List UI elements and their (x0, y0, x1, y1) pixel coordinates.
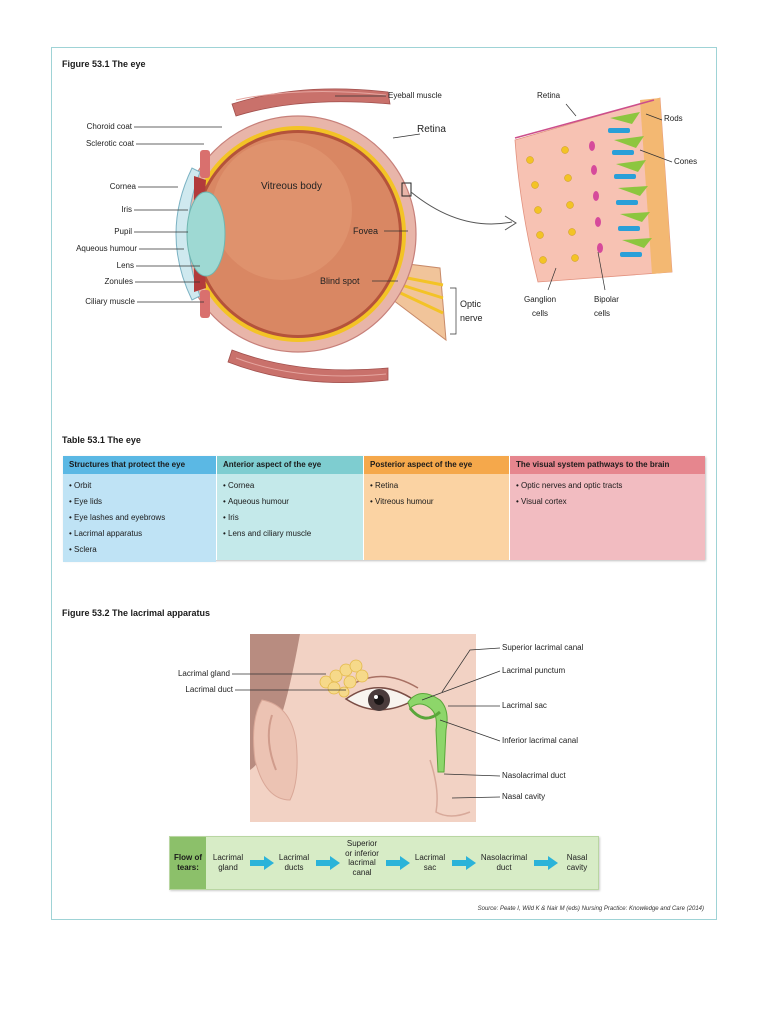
label-lacrimal-sac: Lacrimal sac (502, 701, 547, 710)
table-column-header: Posterior aspect of the eye (364, 456, 509, 474)
flow-arrow-icon (250, 856, 274, 870)
label-nasolacrimal-duct: Nasolacrimal duct (502, 771, 566, 780)
figure-53-1-title: Figure 53.1 The eye (62, 59, 146, 69)
label-zonules: Zonules (104, 277, 133, 286)
lacrimal-diagram (232, 634, 501, 822)
label-lacrimal-punctum: Lacrimal punctum (502, 666, 566, 675)
table-cell: Sclera (69, 542, 210, 558)
table-cell: Orbit (69, 478, 210, 494)
table-cell: Eye lashes and eyebrows (69, 510, 210, 526)
flow-arrow-icon (452, 856, 476, 870)
label-eyeball-muscle: Eyeball muscle (388, 91, 442, 100)
table-cell: Iris (223, 510, 357, 526)
flow-arrow-icon (316, 856, 340, 870)
figure-53-2-title: Figure 53.2 The lacrimal apparatus (62, 608, 211, 618)
label-choroid-coat: Choroid coat (86, 122, 132, 131)
label-nasal-cavity: Nasal cavity (502, 792, 546, 801)
table-cell: Retina (370, 478, 503, 494)
label-sclerotic-coat: Sclerotic coat (85, 139, 134, 148)
source-citation: Source: Peate I, Wild K & Nair M (eds) N… (477, 906, 704, 912)
label-superior-lacrimal-canal: Superior lacrimal canal (502, 643, 584, 652)
eye-table: Structures that protect the eye Orbit Ey… (63, 456, 705, 562)
inset-label-retina: Retina (537, 91, 561, 100)
table-column: Posterior aspect of the eye Retina Vitre… (364, 456, 510, 560)
label-aqueous-humour: Aqueous humour (76, 244, 137, 253)
flow-step: Superior or inferior lacrimal canal (345, 839, 379, 877)
label-blind-spot: Blind spot (320, 276, 360, 286)
label-vitreous-body: Vitreous body (261, 181, 322, 192)
table-cell: Aqueous humour (223, 494, 357, 510)
label-iris: Iris (121, 205, 132, 214)
figure-frame (51, 47, 717, 920)
table-cell: Cornea (223, 478, 357, 494)
table-cell: Vitreous humour (370, 494, 503, 510)
table-cell: Lacrimal apparatus (69, 526, 210, 542)
flow-step: Nasolacrimal duct (480, 853, 528, 872)
label-pupil: Pupil (114, 227, 132, 236)
label-cornea: Cornea (109, 182, 136, 191)
table-column-body: Optic nerves and optic tracts Visual cor… (510, 474, 705, 560)
eye-diagram (134, 88, 673, 383)
flow-step: Lacrimal ducts (278, 853, 310, 872)
table-column-body: Cornea Aqueous humour Iris Lens and cili… (217, 474, 363, 560)
table-cell: Optic nerves and optic tracts (516, 478, 699, 494)
table-53-1-title: Table 53.1 The eye (62, 435, 141, 445)
flow-arrow-icon (534, 856, 558, 870)
table-cell: Eye lids (69, 494, 210, 510)
table-column-body: Orbit Eye lids Eye lashes and eyebrows L… (63, 474, 216, 562)
label-lens: Lens (116, 261, 134, 270)
table-column: Anterior aspect of the eye Cornea Aqueou… (217, 456, 364, 560)
flow-step: Lacrimal sac (414, 853, 446, 872)
flow-arrow-icon (386, 856, 410, 870)
label-ciliary-muscle: Ciliary muscle (85, 297, 135, 306)
label-inferior-lacrimal-canal: Inferior lacrimal canal (502, 736, 579, 745)
inset-label-ganglion-cells: Ganglion cells (524, 295, 557, 318)
table-column: Structures that protect the eye Orbit Ey… (63, 456, 217, 562)
table-column: The visual system pathways to the brain … (510, 456, 705, 560)
label-retina: Retina (417, 124, 446, 135)
flow-step: Lacrimal gland (212, 853, 244, 872)
label-lacrimal-gland: Lacrimal gland (177, 669, 230, 678)
label-optic-nerve: Optic nerve (460, 299, 483, 323)
inset-label-rods: Rods (664, 114, 683, 123)
inset-label-cones: Cones (674, 157, 698, 166)
table-column-header: The visual system pathways to the brain (510, 456, 705, 474)
inset-label-bipolar-cells: Bipolar cells (594, 295, 619, 318)
table-column-header: Structures that protect the eye (63, 456, 216, 474)
flow-step: Nasal cavity (566, 853, 588, 872)
table-cell: Lens and ciliary muscle (223, 526, 357, 542)
label-fovea: Fovea (353, 226, 379, 236)
label-lacrimal-duct: Lacrimal duct (185, 685, 233, 694)
table-cell: Visual cortex (516, 494, 699, 510)
tear-flow-panel: Flow of tears: Lacrimal gland Lacrimal d… (169, 836, 599, 890)
table-column-header: Anterior aspect of the eye (217, 456, 363, 474)
table-column-body: Retina Vitreous humour (364, 474, 509, 560)
tear-flow-heading: Flow of tears: (170, 837, 206, 889)
